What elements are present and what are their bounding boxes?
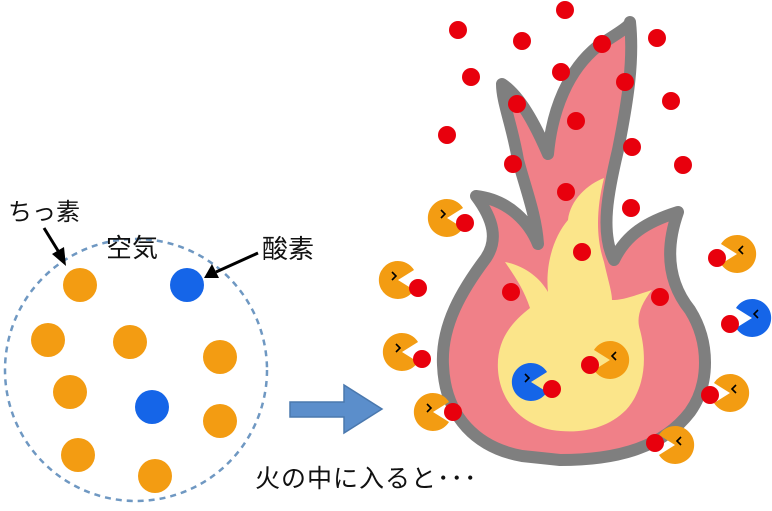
reacting-oxygen	[511, 363, 561, 401]
pointer-arrow-icon	[42, 227, 66, 266]
heat-particle	[593, 35, 611, 53]
heat-particle	[552, 63, 570, 81]
oxygen-particle	[170, 268, 204, 302]
oxygen-particles	[135, 268, 204, 424]
heat-particle	[648, 29, 666, 47]
reacting-nitrogen	[581, 341, 630, 379]
heat-particle	[573, 243, 591, 261]
heat-particle	[513, 32, 531, 50]
arrow-right-icon	[289, 383, 384, 435]
flame-icon	[436, 16, 711, 466]
heat-particle	[662, 92, 680, 110]
heat-particle	[622, 199, 640, 217]
oxygen-label: 酸素	[262, 235, 315, 265]
heat-particle	[651, 288, 669, 306]
heat-particle	[462, 68, 480, 86]
nitrogen-particle	[113, 325, 147, 359]
nitrogen-particle	[61, 438, 95, 472]
caption-text: 火の中に入ると･･･	[255, 464, 478, 493]
air-boundary	[3, 237, 269, 503]
reacting-nitrogen	[701, 374, 750, 412]
heat-particle	[557, 183, 575, 201]
heat-particle	[674, 156, 692, 174]
reacting-nitrogen	[382, 333, 431, 371]
heat-particle	[508, 95, 526, 113]
reacting-molecules	[378, 199, 772, 464]
heat-particle	[567, 112, 585, 130]
nitrogen-label: ちっ素	[8, 198, 80, 226]
nitrogen-particles	[31, 268, 237, 493]
nitrogen-particle	[203, 404, 237, 438]
reacting-nitrogen	[427, 199, 474, 237]
heat-particle	[623, 138, 641, 156]
nitrogen-particle	[203, 340, 237, 374]
reacting-nitrogen	[378, 261, 427, 299]
heat-particle	[449, 21, 467, 39]
nitrogen-particle	[63, 268, 97, 302]
oxygen-particle	[135, 390, 169, 424]
heat-particle	[504, 155, 522, 173]
reacting-nitrogen	[646, 426, 695, 464]
nitrogen-particle	[31, 323, 65, 357]
nitrogen-particle	[53, 375, 87, 409]
heat-particle	[616, 73, 634, 91]
air-label: 空気	[106, 234, 159, 264]
reacting-oxygen	[721, 299, 772, 337]
reacting-nitrogen	[413, 393, 462, 431]
heat-particle	[556, 1, 574, 19]
pointer-arrow-icon	[204, 251, 259, 278]
nitrogen-particle	[138, 459, 172, 493]
heat-particle	[502, 283, 520, 301]
heat-particles	[438, 1, 692, 306]
heat-particle	[438, 126, 456, 144]
reacting-nitrogen	[708, 235, 757, 273]
